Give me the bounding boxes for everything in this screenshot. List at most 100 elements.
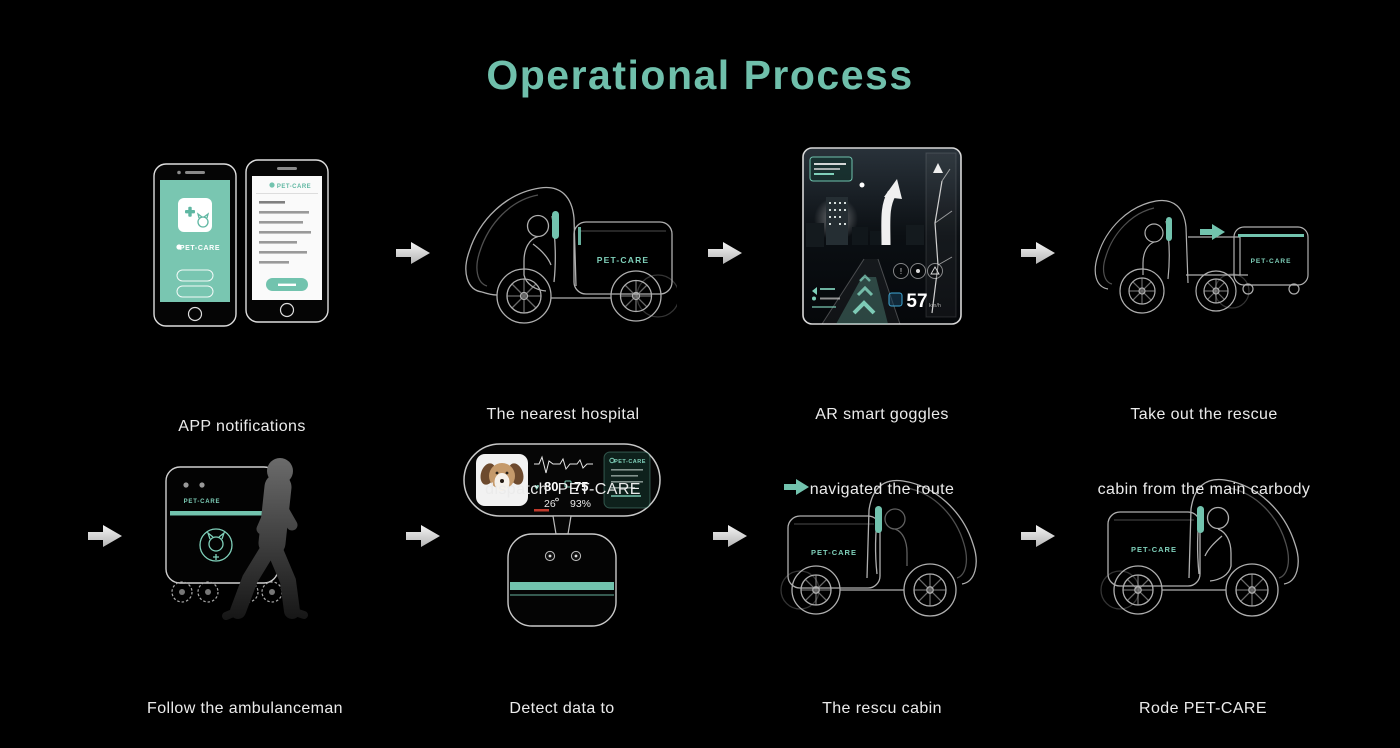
seat-accent [1166,217,1172,241]
rescue-cabin-box [1107,511,1201,587]
moon [859,182,865,188]
home-button [279,302,295,318]
step-6-caption: Detect data to understand animal conditi… [412,646,712,748]
signup-button-pill [176,285,214,298]
home-button [187,306,203,322]
caption-line: The rescu cabin [822,700,942,717]
seat-accent [1197,506,1204,533]
mini-map [925,152,957,318]
detached-cabin [1233,226,1309,286]
cat-cross-logo [199,528,233,562]
flow-arrow [708,242,742,264]
ar-goggles-view: ! 57 km/h [802,147,962,325]
body-stripe [510,582,614,590]
step-3-caption: AR smart goggles navigated the route [732,352,1032,552]
phone-mockup-left: PET-CARE [153,163,237,327]
flow-arrow [396,242,430,264]
phone-speaker [185,171,205,174]
speed-unit: km/h [929,303,941,309]
caption-line: Rode PET-CARE [1139,700,1267,717]
petcare-vehicle-illustration: PET-CARE [465,186,677,324]
caption-line: AR smart goggles [815,406,949,423]
front-wheel [1119,268,1165,314]
app-header-brand: PET-CARE [277,184,311,190]
phone-mockup-right: PET-CARE [245,159,329,323]
map-arrow-icon [933,163,943,173]
rescue-cabin-box [787,515,881,589]
paw-icon [269,182,275,188]
caption-line: Detect data to [509,700,615,717]
caption-line: dispatch PET-CARE [485,481,641,498]
cat-icon [196,212,210,228]
detection-robot-illustration: ♥ 80 75 26 93% PET-CARE [463,443,661,627]
wheel-hubs [179,589,275,595]
app-logo [178,198,212,232]
driver-figure [884,508,908,566]
patient-photo [476,454,528,506]
cabin-brand-label: PET-CARE [184,499,221,505]
sensor-dot [183,482,189,488]
vehicle-canopy [465,186,577,293]
speed-value: 57 [906,291,927,312]
caption-line: APP notifications [178,418,306,435]
caption-line: cabin from the main carbody [1097,481,1311,498]
cabin-brand-label: PET-CARE [597,255,650,265]
secondary-rate-value: 75 [574,479,588,494]
caption-line: Follow the ambulanceman [147,700,343,717]
app-brand-label: PET-CARE [180,245,220,252]
front-wheel [903,563,957,617]
app-phones-illustration: PET-CARE PET-CARE [153,159,329,327]
step-7-caption: The rescu cabin returns to the main carb… [732,646,1032,748]
cabin-detach-illustration: PET-CARE [1094,199,1309,314]
seat-accent [552,211,559,239]
alert-tag [534,509,549,512]
cabin-brand-label: PET-CARE [1131,545,1177,554]
cabin-in-arrow-icon [784,479,809,495]
camera-sensors [544,550,582,562]
flow-arrow [1021,525,1055,547]
empty-cargo-bed [1186,236,1248,276]
hud-status-icons: ! [893,263,943,279]
flow-arrow [88,525,122,547]
step-1-caption: APP notifications [92,364,392,539]
step-2-caption: The nearest hospital dispatch PET-CARE [413,352,713,552]
robot-body [507,533,617,627]
driver-figure [1142,220,1170,280]
cabin-return-illustration: PET-CARE [780,479,977,617]
caption-line: The nearest hospital [486,406,640,423]
paw-icon [176,244,182,250]
login-button-pill [176,269,214,282]
step-4-caption: Take out the rescue cabin from the main … [1054,352,1354,552]
paw-icon [609,457,615,464]
oxygen-value: 93% [570,498,591,510]
street-sign [809,156,853,182]
ambulanceman-silhouette [222,458,308,620]
cabin-stripe [1238,234,1304,237]
cabin-brand-label: PET-CARE [1251,258,1292,265]
caption-line: Take out the rescue [1130,406,1278,423]
degree-symbol [555,497,559,502]
page-title: Operational Process [486,52,914,98]
driver-figure [1204,506,1232,582]
mecanum-wheels [171,581,283,603]
flow-arrow [406,525,440,547]
step-5-caption: Follow the ambulanceman into the ambulan… [95,646,395,748]
resp-icon [564,480,572,488]
flow-arrow [713,525,747,547]
form-text-lines [259,201,311,264]
city-skyline [806,197,924,247]
ride-back-illustration: PET-CARE [1100,478,1299,617]
report-panel: PET-CARE [603,451,651,509]
panel-brand-label: PET-CARE [614,459,646,465]
rear-wheel [1195,270,1237,312]
rear-wheel [791,565,841,615]
flow-arrow [1021,242,1055,264]
vehicle-canopy [866,479,977,585]
turn-arrow-icon [881,179,902,246]
sensor-dot [199,482,205,488]
vehicle-canopy [1188,478,1299,585]
hud-route-info [812,287,840,308]
cabin-follow-illustration: PET-CARE [165,458,308,620]
rescue-cabin-box [573,221,673,295]
